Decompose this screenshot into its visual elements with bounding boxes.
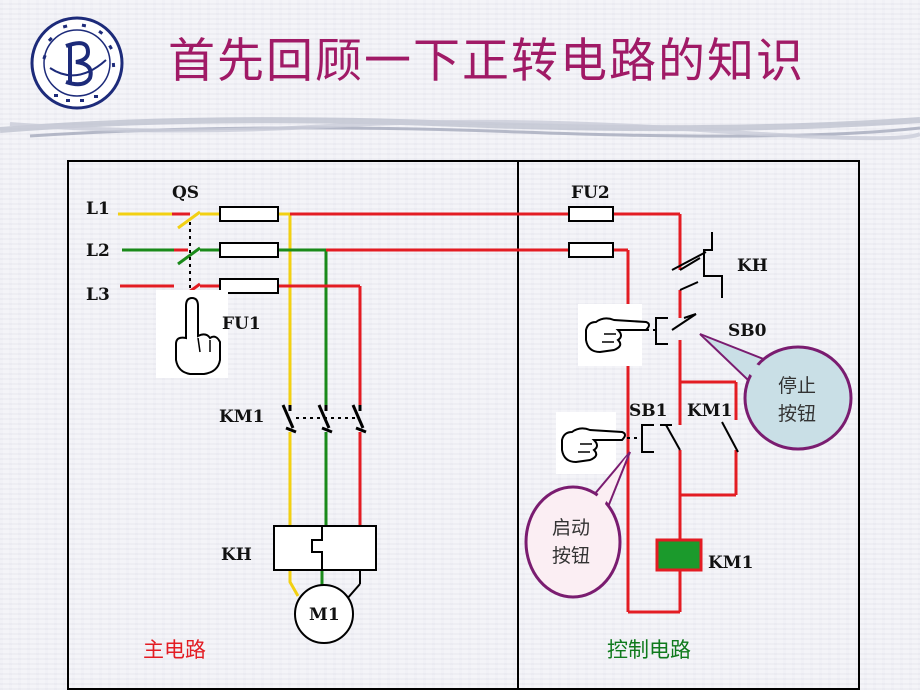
start-callout-line2: 按钮	[552, 545, 590, 567]
km1-main-contacts	[281, 404, 367, 434]
decorative-swoosh	[0, 117, 920, 141]
slide-title: 首先回顾一下正转电路的知识	[168, 34, 805, 89]
label-L1: L1	[86, 199, 110, 219]
label-M1: M1	[309, 605, 340, 625]
label-L2: L2	[86, 241, 110, 261]
institute-logo	[30, 16, 124, 110]
kh-thermal-relay	[273, 525, 377, 571]
hand-pointing-right-icon	[556, 412, 626, 474]
label-L3: L3	[86, 285, 110, 305]
label-KM1-coil: KM1	[708, 553, 753, 573]
label-KH-control: KH	[737, 256, 768, 276]
label-KM1-main: KM1	[219, 407, 264, 427]
stop-button-callout	[699, 333, 853, 451]
phase-L3-wire	[120, 284, 362, 526]
hand-pointing-right-icon	[578, 304, 650, 366]
sb1-start-button	[641, 424, 681, 453]
km1-aux-contact	[721, 421, 739, 453]
km1-coil	[655, 538, 703, 572]
diagram-frame	[67, 160, 860, 690]
start-callout-line1: 启动	[552, 517, 590, 539]
main-circuit-caption: 主电路	[143, 638, 206, 662]
hand-pointing-up-icon	[156, 290, 228, 378]
label-SB0: SB0	[728, 321, 767, 341]
fu2-fuses	[568, 206, 614, 258]
sb0-stop-button	[655, 313, 697, 345]
start-button-callout	[524, 451, 631, 599]
kh-nc-contact	[671, 232, 723, 298]
label-FU2: FU2	[571, 183, 610, 203]
phase-L1-wire	[118, 212, 300, 597]
label-QS: QS	[172, 183, 199, 203]
label-SB1: SB1	[629, 401, 667, 421]
stop-callout-line2: 按钮	[778, 403, 816, 425]
fu1-fuses	[219, 206, 279, 294]
label-KM1-aux: KM1	[687, 401, 732, 421]
label-FU1: FU1	[222, 314, 261, 334]
qs-switch	[177, 210, 201, 230]
control-circuit-caption: 控制电路	[607, 638, 691, 662]
motor-m1	[294, 584, 354, 644]
label-KH-main: KH	[221, 545, 252, 565]
stop-callout-line1: 停止	[778, 375, 816, 397]
